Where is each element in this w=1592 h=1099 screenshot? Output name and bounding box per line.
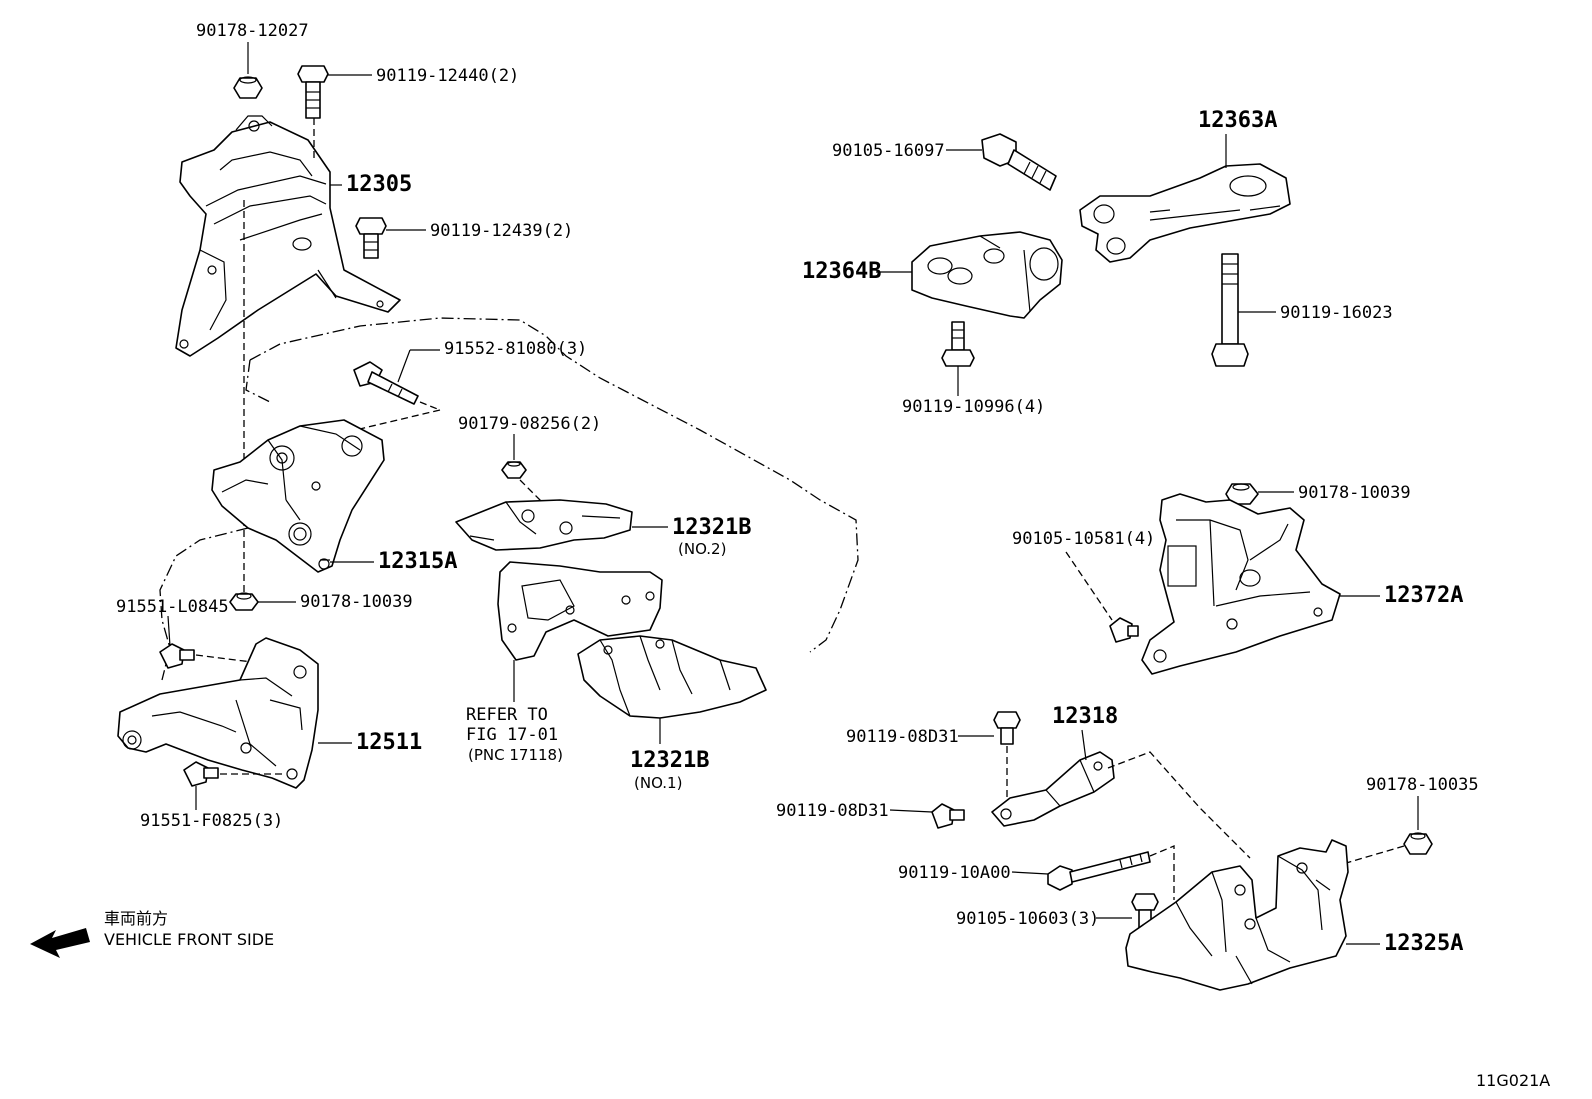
vehicle-front-arrow-icon bbox=[30, 928, 90, 958]
label-90105-16097: 90105-16097 bbox=[832, 141, 945, 161]
bracket-12318[interactable] bbox=[991, 751, 1115, 827]
label-90119-12439: 90119-12439(2) bbox=[430, 221, 573, 241]
label-no2: (NO.2) bbox=[678, 540, 726, 558]
alignment-91552 bbox=[419, 401, 441, 411]
transmission-mount-bracket-12325A[interactable] bbox=[1125, 839, 1349, 991]
torque-rod-12363A[interactable] bbox=[1079, 163, 1291, 263]
label-90179-08256: 90179-08256(2) bbox=[458, 414, 601, 434]
label-91551-L0845: 91551-L0845 bbox=[116, 597, 229, 617]
alignment-12318-12325A bbox=[1107, 751, 1251, 859]
label-refer-to: REFER TO bbox=[466, 705, 548, 725]
bracket-refer-fig-17-01[interactable] bbox=[497, 561, 663, 661]
transmission-mount-12372A[interactable] bbox=[1141, 493, 1341, 675]
nut-90178-10039-left[interactable] bbox=[229, 592, 259, 611]
label-12321B-no2: 12321B bbox=[672, 515, 751, 540]
bolt-91551-L0845[interactable] bbox=[159, 643, 195, 669]
alignment-90119-10A00 bbox=[1149, 845, 1175, 900]
bolt-90119-10A00[interactable] bbox=[1047, 851, 1151, 891]
bolt-91551-F0825[interactable] bbox=[183, 761, 219, 787]
nut-90179-08256[interactable] bbox=[501, 461, 527, 479]
label-12321B-no1: 12321B bbox=[630, 748, 709, 773]
label-91552-81080: 91552-81080(3) bbox=[444, 339, 587, 359]
label-90105-10581: 90105-10581(4) bbox=[1012, 529, 1155, 549]
label-90119-08D31-mid: 90119-08D31 bbox=[776, 801, 889, 821]
heat-insulator-12321B-no1[interactable] bbox=[577, 635, 767, 719]
label-no1: (NO.1) bbox=[634, 774, 682, 792]
bracket-12511[interactable] bbox=[117, 637, 319, 789]
engine-outline-lower bbox=[159, 527, 249, 681]
bolt-90119-12439[interactable] bbox=[355, 217, 387, 259]
nut-90178-10039-right[interactable] bbox=[1225, 483, 1259, 505]
label-90178-10035: 90178-10035 bbox=[1366, 775, 1479, 795]
engine-mount-bracket-12305[interactable] bbox=[175, 115, 401, 357]
label-12511: 12511 bbox=[356, 730, 422, 755]
leader-90119-10A00 bbox=[1011, 871, 1049, 875]
label-fig-17-01: FIG 17-01 bbox=[466, 725, 558, 745]
leader-91551-L0845 bbox=[167, 615, 171, 647]
label-90178-12027: 90178-12027 bbox=[196, 21, 309, 41]
label-90119-16023: 90119-16023 bbox=[1280, 303, 1393, 323]
label-12318: 12318 bbox=[1052, 704, 1118, 729]
leader-90119-08D31-mid bbox=[889, 809, 933, 813]
label-91551-F0825: 91551-F0825(3) bbox=[140, 811, 283, 831]
label-90119-12440: 90119-12440(2) bbox=[376, 66, 519, 86]
direction-english: VEHICLE FRONT SIDE bbox=[104, 930, 274, 949]
leader-90105-10581 bbox=[1065, 551, 1113, 621]
label-12364B: 12364B bbox=[802, 259, 881, 284]
label-12325A: 12325A bbox=[1384, 931, 1463, 956]
label-90178-10039-left: 90178-10039 bbox=[300, 592, 413, 612]
direction-japanese: 車両前方 bbox=[104, 909, 168, 928]
bolt-91552-81080[interactable] bbox=[353, 361, 419, 405]
label-pnc-17118: (PNC 17118) bbox=[468, 746, 563, 764]
label-90119-10996: 90119-10996(4) bbox=[902, 397, 1045, 417]
bolt-90105-16097[interactable] bbox=[981, 133, 1057, 191]
heat-insulator-12321B-no2[interactable] bbox=[455, 499, 633, 551]
engine-mount-bracket-12315A[interactable] bbox=[211, 419, 385, 573]
label-90119-10A00: 90119-10A00 bbox=[898, 863, 1011, 883]
nut-90178-10035[interactable] bbox=[1403, 832, 1433, 855]
nut-90178-12027[interactable] bbox=[233, 76, 263, 99]
label-12363A: 12363A bbox=[1198, 108, 1277, 133]
bolt-90119-08D31-mid[interactable] bbox=[931, 803, 965, 829]
engine-outline-left bbox=[245, 359, 271, 403]
leader-12318 bbox=[1081, 729, 1087, 761]
label-90119-08D31-top: 90119-08D31 bbox=[846, 727, 959, 747]
label-12372A: 12372A bbox=[1384, 583, 1463, 608]
label-90105-10603: 90105-10603(3) bbox=[956, 909, 1099, 929]
figure-code: 11G021A bbox=[1476, 1071, 1550, 1090]
bolt-90119-16023[interactable] bbox=[1211, 253, 1249, 367]
label-12305: 12305 bbox=[346, 172, 412, 197]
bracket-12364B[interactable] bbox=[911, 231, 1063, 319]
bolt-90119-08D31-top[interactable] bbox=[993, 711, 1021, 745]
bolt-90119-12440[interactable] bbox=[297, 65, 329, 119]
bolt-90105-10581[interactable] bbox=[1109, 617, 1139, 643]
engine-outline-upper bbox=[249, 317, 859, 653]
bolt-90119-10996[interactable] bbox=[941, 321, 975, 367]
label-12315A: 12315A bbox=[378, 549, 457, 574]
leader-91552-81080-d bbox=[397, 349, 411, 383]
label-90178-10039-right: 90178-10039 bbox=[1298, 483, 1411, 503]
